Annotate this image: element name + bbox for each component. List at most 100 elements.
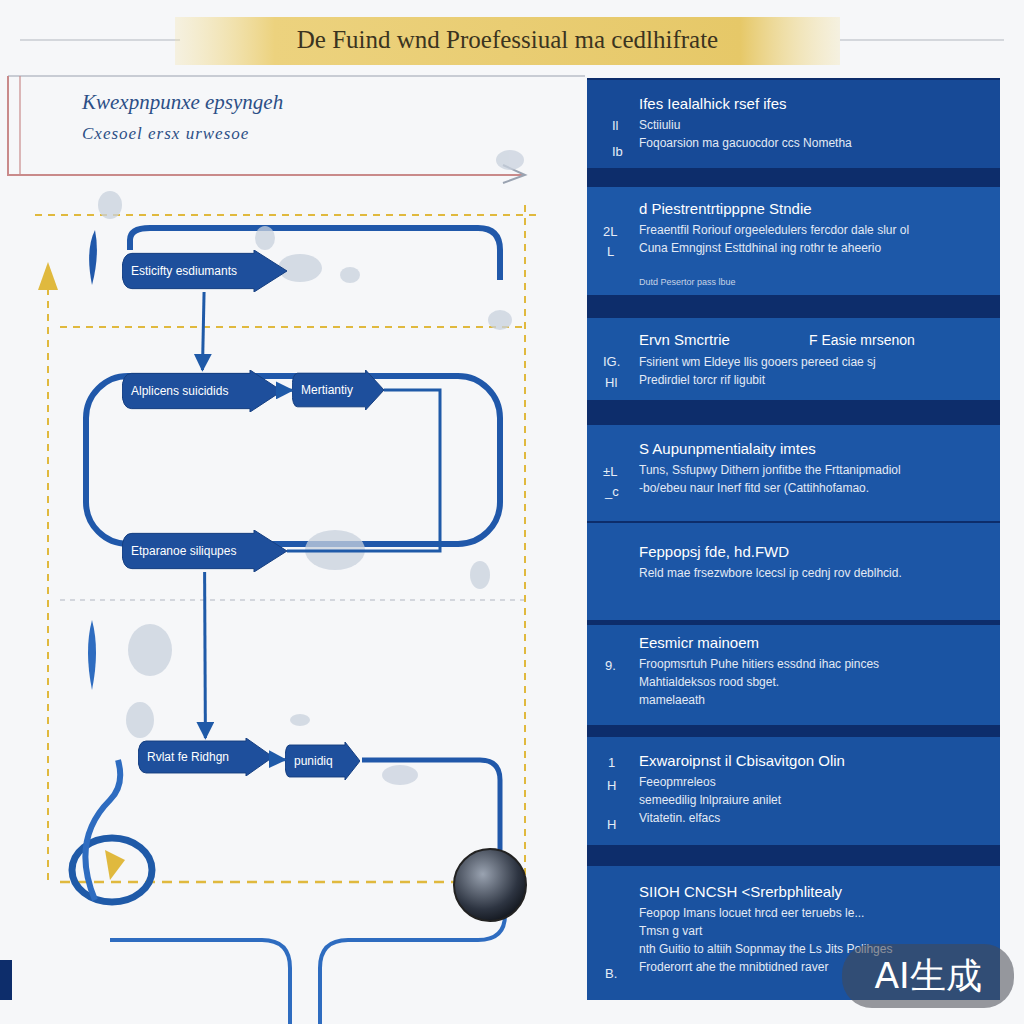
band-text: semeedilig lnlpraiure anilet bbox=[639, 791, 990, 809]
list-marker: Ib bbox=[612, 144, 623, 159]
arrow-label-box: Etparanoe siliqupes bbox=[122, 530, 287, 572]
list-marker: Hl bbox=[605, 375, 617, 390]
band-heading: Exwaroipnst il Cbisavitgon Olin bbox=[639, 752, 990, 769]
flow-connector bbox=[202, 292, 204, 370]
arrow-text: Esticifty esdiumants bbox=[131, 264, 261, 278]
band-text: Sctiiuliu bbox=[639, 116, 990, 134]
corner-mark bbox=[0, 960, 12, 1000]
rule-line bbox=[20, 39, 180, 41]
info-band: Ifes Iealalhick rsef ifesSctiiuliuFoqoar… bbox=[587, 80, 1000, 168]
band-text: Vitatetin. elfacs bbox=[639, 809, 990, 827]
arrow-label-box: Esticifty esdiumants bbox=[122, 250, 287, 292]
side-panel bbox=[587, 78, 1000, 1000]
dashed-guide bbox=[60, 599, 525, 601]
arrow-text: Etparanoe siliqupes bbox=[131, 544, 261, 558]
sub-heading: Cxesoel ersx urwesoe bbox=[82, 124, 249, 144]
info-band: Eesmicr mainoemFroopmsrtuh Puhe hitiers … bbox=[587, 625, 1000, 725]
list-marker: 9. bbox=[605, 658, 616, 673]
info-band: Feppopsj fde, hd.FWD Reld mae frsezwbore … bbox=[587, 523, 1000, 620]
flow-connector bbox=[282, 389, 292, 392]
gold-arrowhead bbox=[38, 262, 58, 290]
info-band: Ervn SmcrtrieF Easie mrsenonFsirient wm … bbox=[587, 318, 1000, 400]
flow-line bbox=[320, 915, 505, 1024]
arrow-outline bbox=[122, 370, 282, 412]
band-text: Tuns, Ssfupwy Dithern jonfitbe the Frtta… bbox=[639, 461, 990, 479]
rule-line bbox=[840, 39, 1004, 41]
disc-symbol bbox=[454, 849, 526, 921]
flow-connector bbox=[203, 572, 207, 738]
band-text: Freaentfil Roriouf orgeeledulers fercdor… bbox=[639, 221, 990, 239]
arrow-outline bbox=[122, 530, 287, 572]
flow-arrow: Esticifty esdiumants bbox=[122, 250, 287, 292]
band-text: F Easie mrsenon bbox=[809, 331, 915, 349]
flow-line bbox=[110, 940, 290, 1024]
list-marker: _c bbox=[605, 484, 619, 499]
list-marker: 1 bbox=[608, 755, 615, 770]
arrow-outline bbox=[292, 370, 384, 410]
arrow-text: punidiq bbox=[294, 754, 348, 768]
info-band: S Aupunpmentialaity imtesTuns, Ssfupwy D… bbox=[587, 425, 1000, 521]
drop-shape bbox=[89, 230, 97, 285]
watermark: AI生成 bbox=[842, 944, 1014, 1008]
band-text: Dutd Pesertor pass lbue bbox=[639, 273, 990, 291]
frame-line bbox=[8, 75, 585, 77]
arrow-text: Alplicens suicidids bbox=[131, 384, 256, 398]
arrow-outline bbox=[122, 250, 287, 292]
info-band: Exwaroipnst il Cbisavitgon OlinFeeopmrel… bbox=[587, 737, 1000, 845]
band-heading: d Piestrentrtipppne Stndie bbox=[639, 200, 990, 217]
list-marker: 2L bbox=[603, 224, 617, 239]
list-marker: L bbox=[607, 244, 614, 259]
info-band: d Piestrentrtipppne StndieFreaentfil Ror… bbox=[587, 187, 1000, 295]
bracket-line bbox=[8, 76, 525, 175]
band-text: Tmsn g vart bbox=[639, 922, 990, 940]
swirl-accent bbox=[105, 850, 125, 880]
band-heading: Feppopsj fde, hd.FWD bbox=[639, 543, 990, 560]
flow-arrow: Etparanoe siliqupes bbox=[122, 530, 287, 572]
dashed-guide bbox=[60, 326, 525, 328]
sub-heading: Kwexpnpunxe epsyngeh bbox=[82, 90, 283, 115]
band-heading: Ifes Iealalhick rsef ifes bbox=[639, 95, 990, 112]
band-text: mamelaeath bbox=[639, 691, 990, 709]
band-heading: S Aupunpmentialaity imtes bbox=[639, 440, 990, 457]
dashed-guide bbox=[524, 205, 526, 880]
band-text: Feeopmreleos bbox=[639, 773, 990, 791]
list-marker: H bbox=[607, 817, 616, 832]
arrow-text: Rvlat fe Ridhgn bbox=[147, 750, 251, 764]
drop-shape bbox=[88, 620, 96, 690]
title-banner bbox=[175, 17, 840, 65]
arrow-label-box: Rvlat fe Ridhgn bbox=[138, 738, 273, 776]
band-text: Froopmsrtuh Puhe hitiers essdnd ihac pin… bbox=[639, 655, 990, 673]
list-marker: Il bbox=[612, 118, 619, 133]
flow-loop bbox=[362, 760, 500, 850]
swirl-shape bbox=[85, 760, 120, 900]
arrow-outline bbox=[285, 742, 360, 780]
flow-arrow: Alplicens suicidids bbox=[122, 370, 282, 412]
band-text: Fsirient wm Eldeye llis gooers pereed ci… bbox=[639, 353, 990, 371]
band-heading: Ervn Smcrtrie bbox=[639, 331, 809, 348]
arrow-label-box: Alplicens suicidids bbox=[122, 370, 282, 412]
flow-connector bbox=[273, 758, 285, 761]
band-text: Cuna Emngjnst Esttdhinal ing rothr te ah… bbox=[639, 239, 990, 257]
list-marker: IG. bbox=[603, 354, 620, 369]
band-text: Feopop Imans locuet hrcd eer teruebs le.… bbox=[639, 904, 990, 922]
diagram-title: De Fuind wnd Proefessiual ma cedlhifrate bbox=[175, 26, 840, 54]
arrow-label-box: punidiq bbox=[285, 742, 360, 780]
band-heading: SIIOH CNCSH <Srerbphlitealy bbox=[639, 883, 990, 900]
band-text: -bo/ebeu naur Inerf fitd ser (Cattihhofa… bbox=[639, 479, 990, 497]
flow-arrow: punidiq bbox=[285, 742, 360, 780]
band-text: Foqoarsion ma gacuocdor ccs Nometha bbox=[639, 134, 990, 152]
arrow-label-box: Mertiantiy bbox=[292, 370, 384, 410]
arrow-outline bbox=[138, 738, 273, 776]
flow-arrow: Mertiantiy bbox=[292, 370, 384, 410]
flow-arrow: Rvlat fe Ridhgn bbox=[138, 738, 273, 776]
list-marker: H bbox=[607, 778, 616, 793]
flow-connector bbox=[287, 390, 440, 551]
band-text: Reld mae frsezwbore lcecsl ip cednj rov … bbox=[639, 564, 990, 582]
band-heading: Eesmicr mainoem bbox=[639, 634, 990, 651]
decor-blobs bbox=[98, 150, 524, 785]
bracket-line bbox=[19, 76, 20, 175]
list-marker: B. bbox=[605, 966, 617, 981]
list-marker: ±L bbox=[603, 464, 617, 479]
band-text: Predirdiel torcr rif ligubit bbox=[639, 371, 990, 389]
